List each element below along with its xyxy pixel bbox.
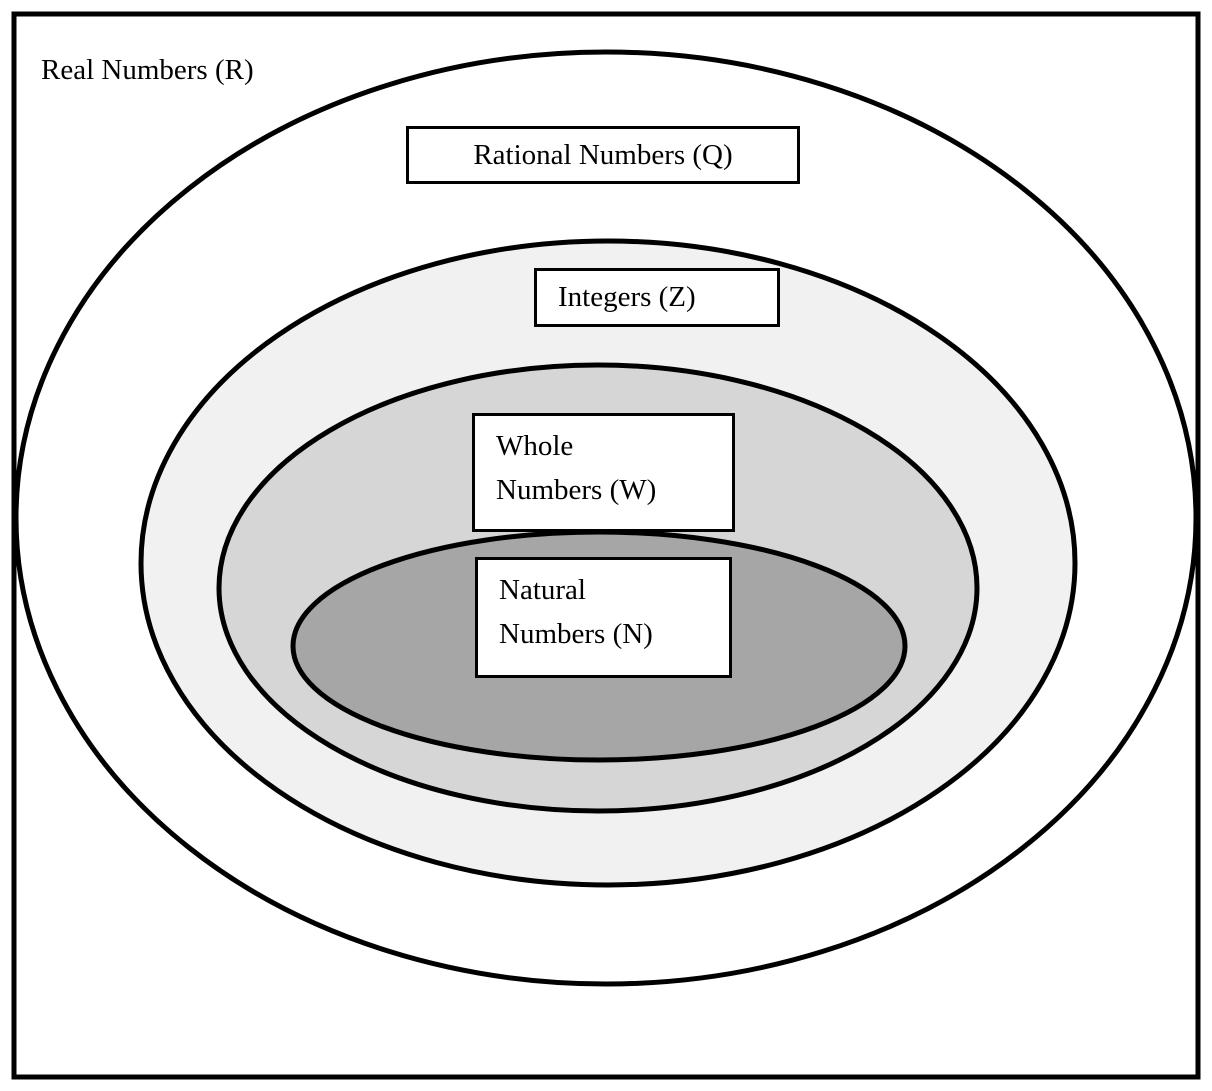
natural-numbers-label-line1: Natural [499, 574, 586, 606]
natural-numbers-label-line2: Numbers (N) [499, 618, 653, 650]
rational-numbers-label: Rational Numbers (Q) [473, 139, 733, 171]
real-numbers-label: Real Numbers (R) [41, 54, 254, 86]
whole-numbers-label-line2: Numbers (W) [496, 474, 657, 506]
natural-numbers-label-box: Natural Numbers (N) [475, 557, 732, 678]
rational-numbers-label-box: Rational Numbers (Q) [406, 126, 800, 184]
integers-label-box: Integers (Z) [534, 268, 780, 327]
integers-label: Integers (Z) [558, 281, 696, 313]
whole-numbers-label-box: Whole Numbers (W) [472, 413, 735, 532]
whole-numbers-label-line1: Whole [496, 430, 574, 462]
